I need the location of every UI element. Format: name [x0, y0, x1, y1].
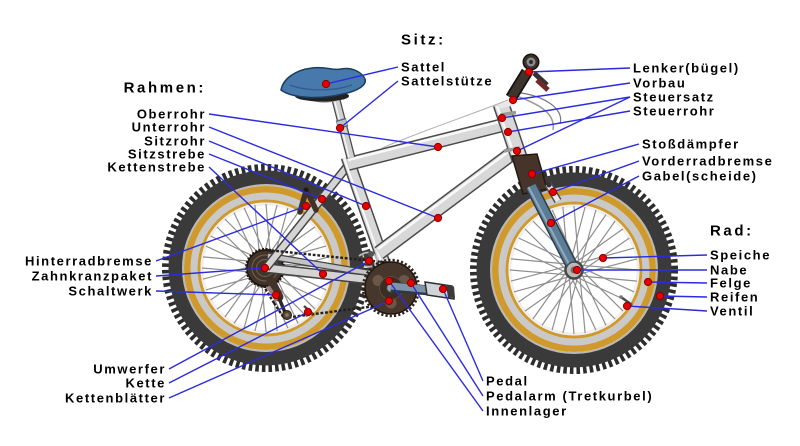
marker-dots: [260, 67, 665, 317]
handlebar-stem: [381, 53, 562, 149]
leader-lines: [155, 66, 708, 412]
